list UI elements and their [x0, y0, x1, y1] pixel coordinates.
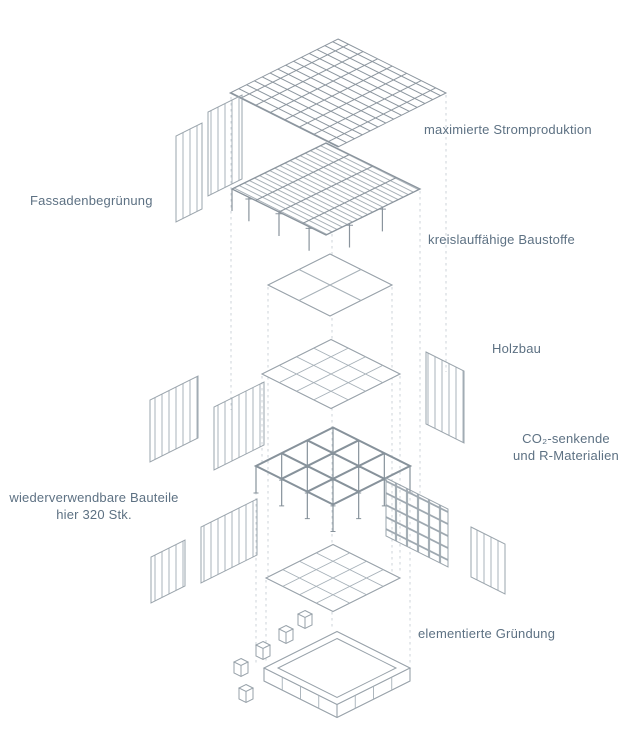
label-co2-reducing-materials: CO₂-senkende und R-Materialien: [496, 430, 636, 464]
facade-panel-right-lower: [470, 526, 506, 595]
facade-panels-mid-left: [149, 375, 265, 471]
foundation-ring-layer: [262, 630, 412, 719]
facade-panels-lower-left: [150, 498, 258, 604]
timber-floor-slab-layer: [260, 338, 402, 410]
membrane-layer: [266, 253, 394, 317]
label-reusable-line1: wiederverwendbare Bauteile: [9, 490, 179, 505]
label-reusable-line2: hier 320 Stk.: [56, 507, 132, 522]
label-reusable-parts: wiederverwendbare Bauteile hier 320 Stk.: [8, 489, 180, 523]
label-timber-construction: Holzbau: [492, 341, 542, 356]
frame-columns: [255, 427, 411, 532]
ground-floor-slab-layer: [264, 543, 402, 613]
pergola-roof-structure-layer: [230, 142, 422, 251]
label-facade-greening: Fassadenbegrünung: [30, 193, 153, 208]
label-circular-materials: kreislauffähige Baustoffe: [428, 232, 575, 247]
window-panel-right: [385, 477, 449, 568]
label-max-power-production: maximierte Stromproduktion: [424, 122, 592, 137]
pergola-posts: [231, 189, 383, 251]
foundation-piers: [232, 609, 314, 704]
facade-panel-right-upper: [425, 351, 465, 444]
foundation-block-joints: [281, 677, 393, 709]
solar-panel-array-layer: [228, 38, 448, 148]
reusable-column-grid-layer: [253, 426, 413, 532]
label-element-foundation: elementierte Gründung: [418, 626, 556, 641]
label-co2-line1: CO₂-senkende: [522, 431, 610, 446]
label-co2-line2: und R-Materialien: [512, 448, 619, 463]
facade-greening-panels: [175, 94, 243, 223]
